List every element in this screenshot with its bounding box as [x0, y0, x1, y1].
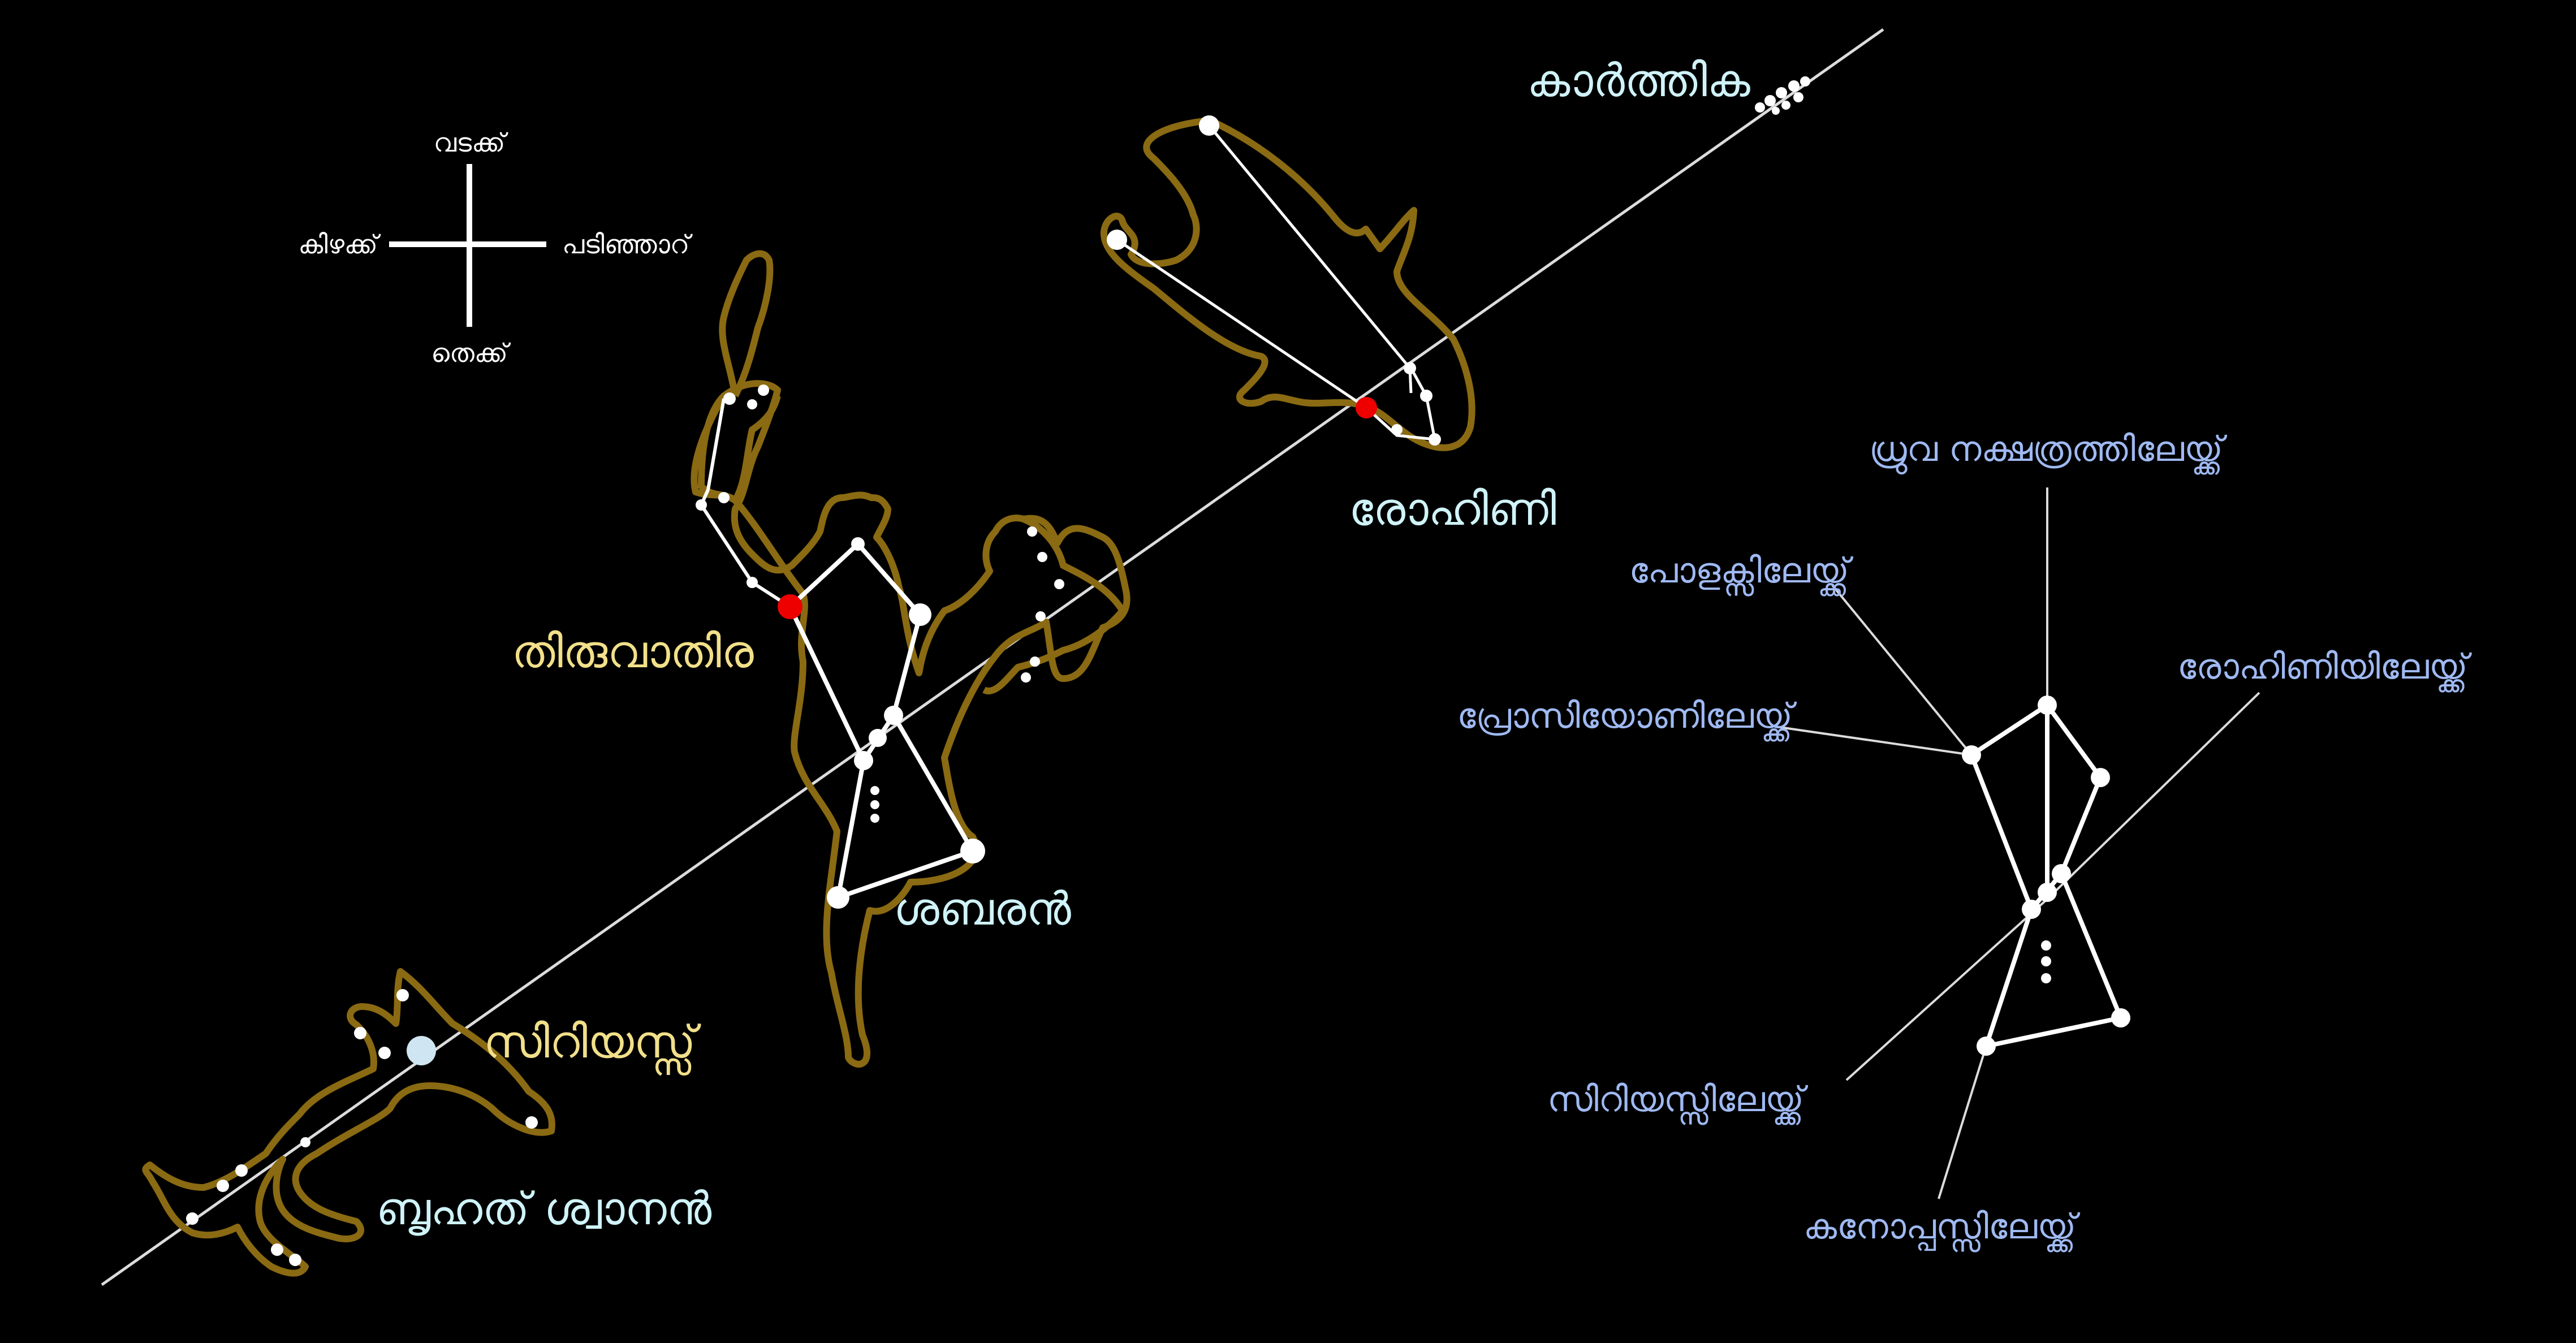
orion-club-star	[723, 392, 736, 405]
compass-east-label: കിഴക്ക്	[298, 229, 381, 260]
compass-north-label: വടക്ക്	[434, 127, 508, 158]
orion-figure-bellatrix-star	[2091, 768, 2110, 787]
orion-figure-left-line	[1969, 754, 2034, 910]
pleiades-star	[1776, 87, 1787, 98]
pleiades-star	[1781, 101, 1790, 110]
orion-figure-head-star	[2038, 696, 2057, 715]
pointer-label-pollux: പോളക്സിലേയ്ക്ക്	[1629, 550, 1853, 597]
orion-figure-sword-star	[2041, 940, 2051, 951]
canis-major-dog-outline	[142, 968, 555, 1277]
orion-shield-outline	[982, 516, 1126, 694]
pointer-line-pollux	[1831, 584, 1973, 756]
orion-figure-sword-star	[2041, 956, 2051, 966]
canis-major-label: ബൃഹത് ശ്വാനൻ	[376, 1182, 712, 1236]
taurus-bull-outline	[1100, 117, 1475, 451]
bellatrix-star	[909, 603, 931, 626]
orion-label: ശബരൻ	[894, 883, 1071, 935]
orion-head-star	[851, 537, 865, 551]
sirius-star	[407, 1036, 436, 1065]
pointer-label-aldebaran: രോഹിണിയിലേയ്ക്ക്	[2177, 646, 2472, 693]
pleiades-label: കാർത്തിക	[1527, 54, 1751, 107]
orion-club-outline	[698, 250, 781, 504]
pointer-label-canopus: കനോപ്പസ്സിലേയ്ക്ക്	[1803, 1206, 2081, 1253]
orion-figure-belt-star	[2038, 883, 2057, 902]
orion-figure-betelgeuse-star	[1962, 745, 1981, 765]
orion-figure-sword-star	[2041, 973, 2051, 983]
rigel-star	[960, 839, 985, 863]
orion-figure-rigel-star	[2111, 1008, 2130, 1027]
orion-sword-star	[870, 814, 879, 823]
aldebaran-red-star	[1356, 397, 1377, 418]
canis-major-star	[396, 989, 409, 1001]
pointer-label-sirius: സിറിയസ്സിലേയ്ക്ക്	[1547, 1078, 1808, 1126]
taurus-horn-tip-star	[1199, 115, 1219, 136]
pleiades-cluster	[1755, 76, 1810, 115]
pointer-line-procyon	[1775, 726, 1972, 756]
orion-arm-star	[696, 499, 707, 511]
hyades-star	[1391, 424, 1403, 435]
pleiades-star	[1755, 102, 1765, 113]
orion-shield-star	[1054, 579, 1064, 589]
pleiades-star	[1772, 107, 1780, 115]
orion-figure-saiph-star	[1977, 1037, 1996, 1056]
taurus-label: രോഹിണി	[1349, 483, 1556, 536]
orion-figure-belt-star	[2052, 864, 2071, 883]
orion-arm-star	[747, 577, 758, 588]
orion-sword-star	[870, 786, 879, 795]
pointer-label-polaris: ധ്രുവ നക്ഷത്രത്തിലേയ്ക്ക്	[1869, 428, 2227, 476]
hyades-star	[1420, 390, 1432, 402]
orion-body-line	[788, 606, 976, 901]
canis-major-star	[235, 1164, 248, 1177]
orion-club-star	[758, 385, 769, 396]
orion-shield-star	[1021, 672, 1031, 683]
orion-shield-star	[1030, 657, 1040, 667]
canis-major-star	[300, 1137, 310, 1147]
canis-major-star	[525, 1116, 538, 1129]
pleiades-star	[1788, 80, 1800, 92]
betelgeuse-label: തിരുവാതിര	[512, 625, 754, 678]
orion-shield-star	[1027, 526, 1037, 537]
canis-major-star	[354, 1027, 366, 1039]
orion-club-star	[718, 492, 730, 503]
pleiades-star	[1793, 92, 1803, 102]
orion-figure-belt-star	[2022, 900, 2041, 919]
compass: വടക്ക് കിഴക്ക് പടിഞ്ഞാറ് തെക്ക്	[298, 127, 693, 368]
sirius-label: സിറിയസ്സ്	[484, 1016, 701, 1076]
compass-west-label: പടിഞ്ഞാറ്	[562, 229, 693, 260]
pleiades-star	[1764, 95, 1776, 106]
pointer-line-canopus	[1938, 1046, 1987, 1199]
orion-pointer-diagram	[1775, 487, 2260, 1199]
orion-belt-star	[884, 706, 903, 725]
pointer-label-procyon: പ്രോസിയോണിലേയ്ക്ക്	[1457, 695, 1797, 742]
canis-major-star	[217, 1180, 229, 1192]
orion-club-star	[747, 399, 757, 409]
pleiades-star	[1800, 76, 1810, 87]
hyades-star	[1404, 362, 1416, 374]
hyades-star	[1429, 433, 1441, 446]
pointer-line-sirius	[1845, 898, 2048, 1081]
orion-belt-star	[854, 751, 873, 770]
orion-sword-star	[870, 800, 879, 809]
canis-major-star	[378, 1047, 391, 1059]
betelgeuse-red-star	[778, 594, 802, 619]
orion-shield-star	[1037, 552, 1047, 562]
orion-shield-star	[1035, 611, 1046, 621]
taurus-horn-tip-star	[1107, 230, 1127, 250]
canis-major-star	[271, 1243, 283, 1256]
compass-south-label: തെക്ക്	[431, 338, 511, 368]
canis-major-star	[289, 1254, 301, 1266]
canis-major-star	[186, 1212, 199, 1225]
saiph-star	[827, 886, 849, 909]
orion-hunter-outline	[691, 380, 1130, 1068]
orion-belt-star	[869, 729, 887, 747]
pointer-line-aldebaran	[2046, 692, 2260, 900]
